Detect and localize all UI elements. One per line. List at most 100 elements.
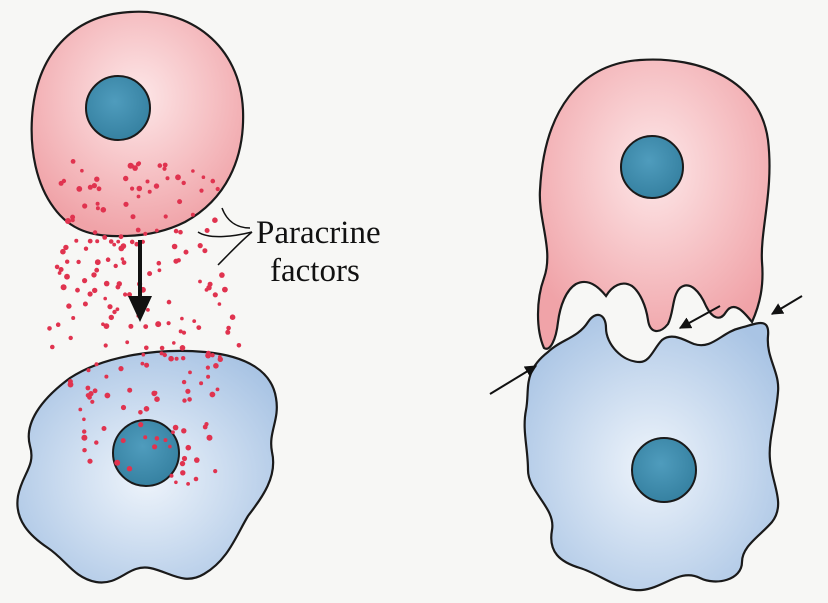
paracrine-factor-dot: [93, 388, 98, 393]
paracrine-factor-dot: [127, 388, 132, 393]
paracrine-factor-dot: [230, 314, 236, 320]
paracrine-factor-dot: [205, 353, 211, 359]
paracrine-factor-dot: [213, 469, 217, 473]
paracrine-factor-dot: [114, 460, 120, 466]
paracrine-factor-dot: [136, 228, 141, 233]
paracrine-factor-dot: [205, 288, 209, 292]
paracrine-factor-dot: [210, 353, 214, 357]
paracrine-factor-dot: [180, 470, 185, 475]
paracrine-factor-dot: [68, 382, 74, 388]
paracrine-factor-dot: [84, 247, 88, 251]
paracrine-factor-dot: [180, 317, 184, 321]
paracrine-factor-dot: [78, 408, 82, 412]
paracrine-factor-dot: [127, 466, 132, 471]
paracrine-factor-dot: [94, 440, 98, 444]
paracrine-factor-dot: [166, 176, 170, 180]
paracrine-factor-dot: [55, 265, 60, 270]
paracrine-factor-dot: [96, 202, 100, 206]
paracrine-factor-dot: [172, 341, 176, 345]
paracrine-factor-dot: [181, 428, 186, 433]
paracrine-factor-dot: [131, 214, 136, 219]
paracrine-factor-dot: [117, 281, 122, 286]
paracrine-factor-dot: [202, 248, 207, 253]
paracrine-factor-dot: [102, 235, 107, 240]
paracrine-factor-dot: [177, 199, 182, 204]
paracrine-factor-dot: [50, 345, 55, 350]
paracrine-factor-dot: [160, 346, 165, 351]
paracrine-factor-dot: [96, 206, 100, 210]
paracrine-factor-dot: [83, 448, 87, 452]
paracrine-factor-dot: [207, 435, 213, 441]
paracrine-factor-dot: [76, 186, 82, 192]
signaling-cell-right: [538, 60, 770, 349]
paracrine-factor-dot: [104, 375, 108, 379]
paracrine-factor-dot: [74, 239, 78, 243]
paracrine-factor-dot: [106, 257, 111, 262]
paracrine-factor-dot: [196, 325, 201, 330]
paracrine-factor-dot: [205, 228, 210, 233]
paracrine-factor-dot: [191, 213, 195, 217]
paracrine-factor-dot: [206, 375, 210, 379]
paracrine-factor-dot: [64, 274, 70, 280]
paracrine-factor-dot: [58, 271, 62, 275]
paracrine-factor-dot: [87, 368, 91, 372]
paracrine-factor-dot: [80, 169, 84, 173]
paracrine-factor-dot: [164, 214, 168, 218]
paracrine-factor-dot: [208, 282, 213, 287]
paracrine-factor-dot: [218, 355, 222, 359]
paracrine-factor-dot: [173, 425, 179, 431]
paracrine-factor-dot: [94, 268, 99, 273]
paracrine-factor-dot: [137, 195, 141, 199]
paracrine-factor-dot: [143, 324, 148, 329]
paracrine-factor-dot: [112, 243, 116, 247]
paracrine-factor-dot: [76, 260, 80, 264]
paracrine-factor-dot: [121, 405, 126, 410]
paracrine-factor-dot: [218, 302, 222, 306]
paracrine-factor-dot: [155, 436, 160, 441]
paracrine-factor-dot: [82, 429, 86, 433]
paracrine-factor-dot: [81, 435, 87, 441]
paracrine-factor-dot: [222, 287, 228, 293]
paracrine-factor-dot: [178, 230, 183, 235]
paracrine-factor-dot: [82, 418, 86, 422]
paracrine-factor-dot: [128, 324, 133, 329]
paracrine-factor-dot: [211, 179, 216, 184]
paracrine-factor-dot: [191, 169, 195, 173]
paracrine-factor-dot: [109, 239, 114, 244]
paracrine-factor-dot: [75, 288, 80, 293]
paracrine-factor-dot: [170, 474, 174, 478]
paracrine-factor-dot: [210, 392, 216, 398]
paracrine-factor-dot: [71, 159, 76, 164]
paracrine-factor-dot: [121, 257, 125, 261]
paracrine-factor-dot: [163, 163, 168, 168]
paracrine-label: Paracrine factors: [256, 215, 389, 289]
paracrine-factor-dot: [143, 435, 147, 439]
paracrine-factor-dot: [138, 410, 143, 415]
paracrine-factor-dot: [97, 186, 102, 191]
paracrine-factor-dot: [112, 310, 116, 314]
paracrine-factor-dot: [88, 239, 93, 244]
paracrine-factor-dot: [160, 351, 164, 355]
paracrine-factor-dot: [174, 229, 179, 234]
paracrine-factor-dot: [141, 362, 145, 366]
paracrine-factor-dot: [202, 175, 206, 179]
paracrine-factor-dot: [137, 186, 143, 192]
paracrine-factor-dot: [143, 232, 147, 236]
paracrine-factor-dot: [107, 304, 112, 309]
paracrine-factor-dot: [132, 165, 138, 171]
paracrine-factor-dot: [122, 260, 127, 265]
paracrine-factor-dot: [118, 366, 123, 371]
paracrine-factor-dot: [152, 444, 157, 449]
paracrine-factor-dot: [184, 250, 189, 255]
paracrine-factor-dot: [86, 386, 91, 391]
paracrine-factor-dot: [167, 321, 171, 325]
paracrine-factor-dot: [130, 240, 135, 245]
paracrine-factor-dot: [237, 343, 242, 348]
paracrine-factor-dot: [162, 167, 166, 171]
paracrine-factor-dot: [114, 264, 118, 268]
paracrine-factor-dot: [92, 183, 97, 188]
paracrine-factor-dot: [213, 363, 219, 369]
paracrine-factor-dot: [199, 189, 203, 193]
paracrine-factor-dot: [158, 268, 162, 272]
paracrine-factor-dot: [182, 380, 186, 384]
